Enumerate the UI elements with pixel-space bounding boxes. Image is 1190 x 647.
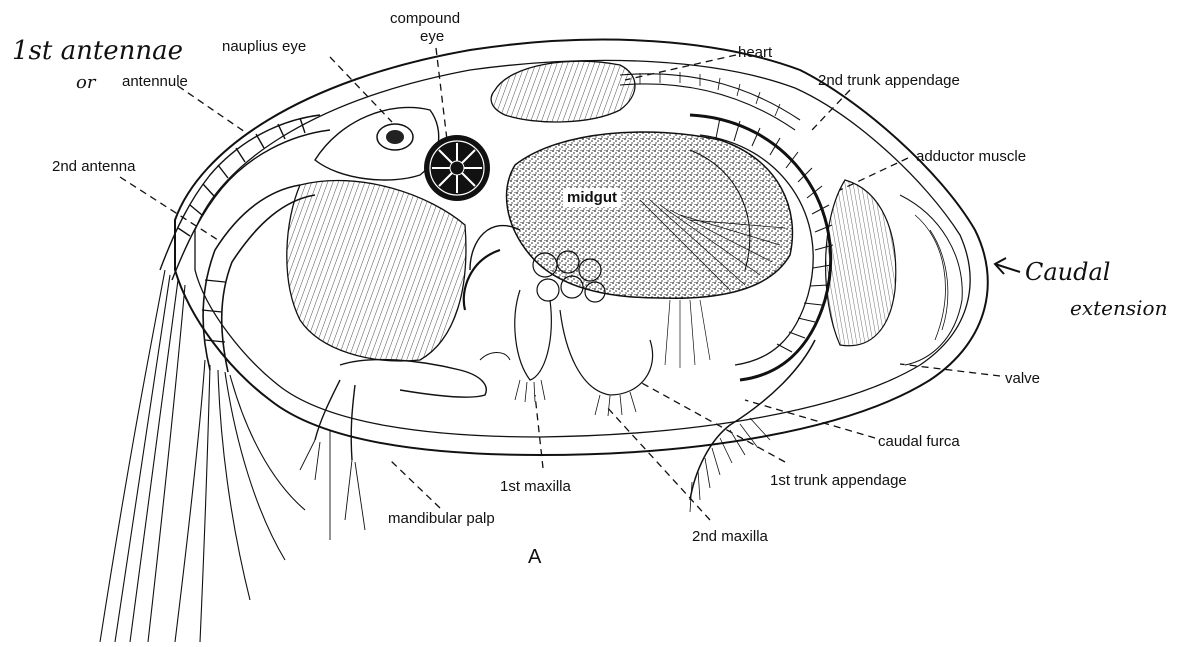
label-caudal-furca: caudal furca: [878, 433, 960, 450]
label-mandibular-palp: mandibular palp: [388, 510, 495, 527]
heart-shape: [491, 61, 635, 122]
figure-letter: A: [528, 546, 541, 568]
label-first-maxilla: 1st maxilla: [500, 478, 571, 495]
midgut-shape: [507, 132, 793, 298]
label-adductor-muscle: adductor muscle: [916, 148, 1026, 165]
caudal-extension-shape: [826, 180, 963, 365]
leader-first-maxilla: [535, 395, 543, 468]
label-first-trunk-appendage: 1st trunk appendage: [770, 472, 907, 489]
leader-heart: [625, 55, 736, 80]
label-heart: heart: [738, 44, 772, 61]
caudal-arrow-icon: [995, 258, 1020, 274]
label-second-maxilla: 2nd maxilla: [692, 528, 768, 545]
second-antenna-shape: [100, 185, 315, 642]
adductor-muscle-shape: [287, 181, 466, 361]
handwritten-first-antennae: 1st antennae: [12, 36, 183, 66]
leader-second-antenna: [120, 177, 218, 240]
label-second-antenna: 2nd antenna: [52, 158, 135, 175]
leader-valve: [900, 364, 1000, 376]
label-compound-eye-line1: compound: [390, 10, 460, 27]
label-second-trunk-appendage: 2nd trunk appendage: [818, 72, 960, 89]
label-valve: valve: [1005, 370, 1040, 387]
label-antennule: antennule: [122, 73, 188, 90]
handwritten-extension: extension: [1070, 296, 1167, 320]
leader-second-maxilla: [605, 405, 710, 520]
label-compound-eye-line2: eye: [420, 28, 444, 45]
leader-adductor: [840, 158, 908, 190]
handwritten-or: or: [76, 72, 95, 93]
leader-caudal-furca: [745, 400, 875, 438]
leader-mandibular-palp: [390, 460, 440, 508]
leader-antennule: [178, 86, 245, 132]
label-nauplius-eye: nauplius eye: [222, 38, 306, 55]
handwritten-caudal: Caudal: [1025, 258, 1110, 286]
leader-nauplius-eye: [330, 57, 392, 122]
label-midgut: midgut: [563, 188, 621, 207]
